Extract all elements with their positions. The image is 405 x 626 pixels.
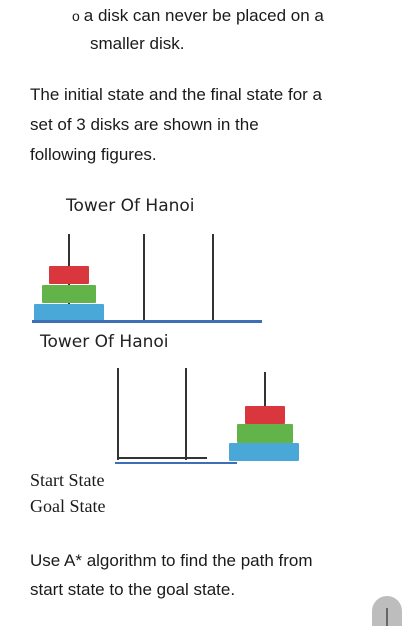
bullet-marker: o bbox=[72, 8, 80, 24]
figure1-title: Tower Of Hanoi bbox=[66, 196, 195, 216]
intro-line-3: following figures. bbox=[30, 145, 157, 164]
figure1-towers bbox=[0, 220, 405, 330]
figure2-towers bbox=[0, 360, 405, 470]
goal-state-label: Goal State bbox=[30, 496, 106, 516]
figure1-disk-small bbox=[49, 266, 89, 284]
question-paragraph: Use A* algorithm to find the path from s… bbox=[30, 546, 390, 604]
figure2-base bbox=[115, 462, 237, 464]
figure1-base bbox=[32, 320, 262, 323]
figure2-inner-base bbox=[117, 457, 207, 459]
figure2-disk-medium bbox=[237, 424, 293, 443]
intro-paragraph: The initial state and the final state fo… bbox=[30, 80, 390, 170]
question-line-2: start state to the goal state. bbox=[30, 580, 236, 599]
scroll-handle-icon[interactable] bbox=[372, 596, 402, 626]
figure1-disk-medium bbox=[42, 285, 96, 303]
bullet-text-1: a disk can never be placed on a bbox=[83, 6, 324, 25]
figure1-rod-2 bbox=[143, 234, 145, 322]
intro-line-1: The initial state and the final state fo… bbox=[30, 85, 323, 104]
figure2-disk-small bbox=[245, 406, 285, 424]
start-state-label: Start State bbox=[30, 470, 105, 490]
figure1-rod-3 bbox=[212, 234, 214, 322]
figure2-rod-2 bbox=[185, 368, 187, 460]
bullet-line-2: smaller disk. bbox=[90, 34, 185, 53]
figure1-disk-large bbox=[34, 304, 104, 322]
figure2-rod-1 bbox=[117, 368, 119, 460]
intro-line-2: set of 3 disks are shown in the bbox=[30, 115, 259, 134]
figure2-disk-large bbox=[229, 443, 299, 461]
question-line-1: Use A* algorithm to find the path from bbox=[30, 551, 313, 570]
figure2-title: Tower Of Hanoi bbox=[40, 332, 169, 352]
